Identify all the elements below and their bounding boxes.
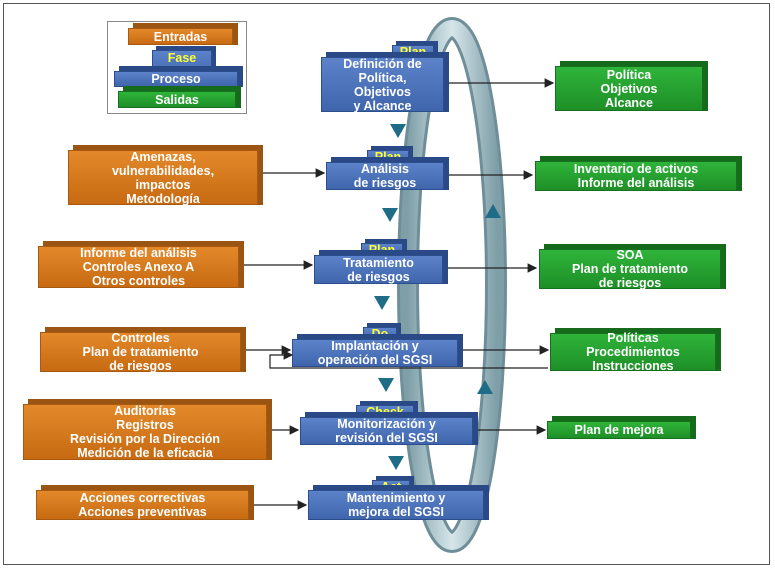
output-line: Instrucciones xyxy=(592,359,674,373)
process-step-6: Mantenimiento y mejora del SGSI xyxy=(308,490,484,520)
input-line: impactos xyxy=(135,177,191,192)
legend-inputs-label: Entradas xyxy=(153,29,208,44)
outputs-step-5: Plan de mejora xyxy=(547,421,691,439)
output-line: Inventario de activos xyxy=(573,162,699,176)
inputs-step-5: Auditorías Registros Revisión por la Dir… xyxy=(23,404,267,460)
process-step-1-line: y Alcance xyxy=(353,98,412,113)
input-line: de riesgos xyxy=(109,359,172,373)
process-step-6-line: Mantenimiento y xyxy=(346,491,446,505)
cycle-arrows-up xyxy=(477,204,501,394)
output-line: Informe del análisis xyxy=(577,176,695,190)
input-line: Metodología xyxy=(126,191,200,206)
outputs-step-2: Inventario de activos Informe del anális… xyxy=(535,161,737,191)
output-line: de riesgos xyxy=(598,276,662,290)
input-line: Controles xyxy=(111,331,170,345)
process-step-2-line: de riesgos xyxy=(353,176,417,190)
input-line: Amenazas, xyxy=(130,149,196,164)
legend-inputs: Entradas xyxy=(128,28,233,45)
process-step-1-line: Objetivos xyxy=(354,84,411,99)
process-step-2: Análisis de riesgos xyxy=(326,162,444,190)
outputs-step-4: Políticas Procedimientos Instrucciones xyxy=(550,331,716,373)
inputs-step-3: Informe del análisis Controles Anexo A O… xyxy=(38,246,239,288)
output-line: SOA xyxy=(616,248,644,262)
legend-process-label: Proceso xyxy=(151,72,201,86)
input-line: Auditorías xyxy=(114,404,176,418)
input-line: Informe del análisis xyxy=(80,246,197,260)
input-line: Acciones correctivas xyxy=(79,491,206,505)
process-step-4: Implantación y operación del SGSI xyxy=(292,339,458,367)
output-line: Plan de tratamiento xyxy=(572,262,688,276)
process-step-4-line: operación del SGSI xyxy=(317,353,433,367)
inputs-step-2: Amenazas, vulnerabilidades, impactos Met… xyxy=(68,149,258,206)
input-line: Plan de tratamiento xyxy=(82,345,199,359)
process-step-1-line: Definición de xyxy=(343,56,422,71)
process-step-3-line: de riesgos xyxy=(347,269,410,284)
process-step-4-line: Implantación y xyxy=(331,339,419,353)
legend-outputs-label: Salidas xyxy=(155,92,199,107)
legend-outputs: Salidas xyxy=(118,91,236,108)
input-line: Registros xyxy=(116,418,174,432)
process-step-3-line: Tratamiento xyxy=(343,255,414,270)
output-line: Procedimientos xyxy=(586,345,680,359)
inputs-step-4: Controles Plan de tratamiento de riesgos xyxy=(40,331,241,373)
phase-label-step-5: Check xyxy=(356,405,414,420)
process-step-1: Definición de Política, Objetivos y Alca… xyxy=(321,56,444,113)
output-line: Objetivos xyxy=(600,81,658,96)
diagram-frame xyxy=(3,3,770,565)
input-line: Revisión por la Dirección xyxy=(69,432,221,446)
legend-process: Proceso xyxy=(114,71,238,87)
output-line: Plan de mejora xyxy=(574,423,664,437)
process-step-5-line: revisión del SGSI xyxy=(335,431,438,445)
input-line: Medición de la eficacia xyxy=(77,446,213,460)
process-step-6-line: mejora del SGSI xyxy=(348,505,444,519)
input-line: Acciones preventivas xyxy=(78,505,207,519)
input-line: vulnerabilidades, xyxy=(111,163,215,178)
output-line: Política xyxy=(606,67,652,82)
process-step-1-line: Política, xyxy=(358,70,407,85)
cycle-arrows-down xyxy=(374,124,406,470)
inputs-step-6: Acciones correctivas Acciones preventiva… xyxy=(36,490,249,520)
output-line: Alcance xyxy=(605,95,653,110)
connector-lines xyxy=(243,78,555,510)
process-step-5: Monitorización y revisión del SGSI xyxy=(300,417,473,445)
legend-phase-line-1: Fase xyxy=(167,51,197,65)
input-line: Controles Anexo A xyxy=(82,260,195,274)
process-step-2-line: Análisis xyxy=(361,162,409,176)
outputs-step-1: Política Objetivos Alcance xyxy=(555,66,703,111)
process-step-3: Tratamiento de riesgos xyxy=(314,255,443,284)
input-line: Otros controles xyxy=(91,274,186,288)
process-step-5-line: Monitorización y xyxy=(337,417,436,431)
outputs-step-3: SOA Plan de tratamiento de riesgos xyxy=(539,248,721,290)
output-line: Políticas xyxy=(607,331,659,345)
